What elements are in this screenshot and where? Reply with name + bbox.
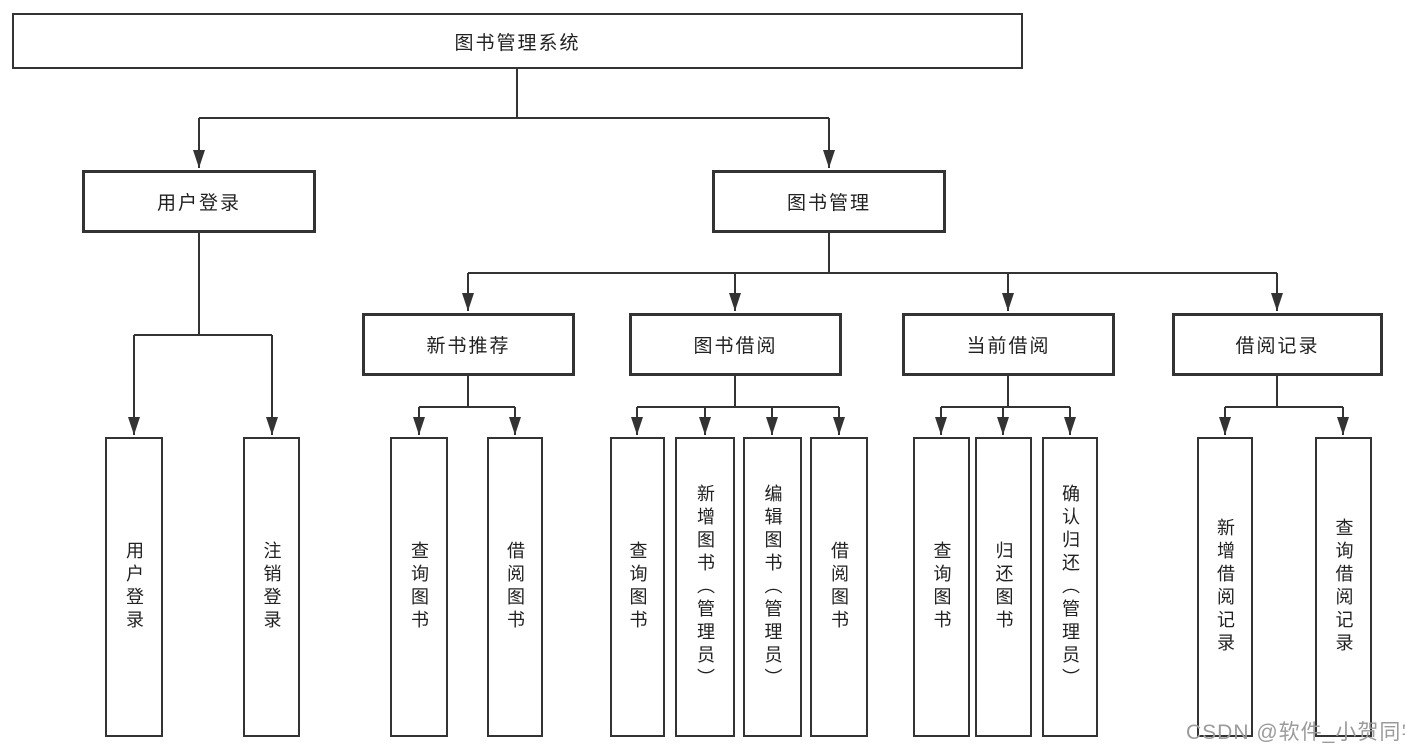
node-leaf-borrow-book-b-label: 借阅图书 <box>829 541 849 633</box>
node-book-mgmt-label: 图书管理 <box>786 193 871 214</box>
node-leaf-return-book: 归还图书 <box>975 437 1032 737</box>
node-leaf-query-record: 查询借阅记录 <box>1315 437 1372 737</box>
node-root: 图书管理系统 <box>12 13 1023 69</box>
node-leaf-logout-label: 注销登录 <box>261 541 282 633</box>
node-leaf-borrow-book-a: 借阅图书 <box>487 437 543 737</box>
node-borrow-records: 借阅记录 <box>1172 313 1383 376</box>
node-root-label: 图书管理系统 <box>454 32 581 54</box>
node-leaf-user-login-label: 用户登录 <box>124 541 144 633</box>
node-leaf-edit-book-label: 编辑图书（管理员） <box>762 483 783 691</box>
node-book-mgmt: 图书管理 <box>712 170 946 233</box>
node-leaf-query-book-c-label: 查询图书 <box>931 541 952 633</box>
node-leaf-add-book: 新增图书（管理员） <box>675 437 735 737</box>
node-leaf-return-book-label: 归还图书 <box>993 541 1014 633</box>
node-leaf-add-record: 新增借阅记录 <box>1197 437 1253 737</box>
node-leaf-query-book-a: 查询图书 <box>390 437 448 737</box>
node-current-borrow: 当前借阅 <box>902 313 1115 376</box>
node-leaf-add-record-label: 新增借阅记录 <box>1215 518 1235 656</box>
node-leaf-confirm-return: 确认归还（管理员） <box>1042 437 1098 737</box>
node-user-login-label: 用户登录 <box>156 193 241 214</box>
node-new-book-rec: 新书推荐 <box>362 313 575 376</box>
node-leaf-logout: 注销登录 <box>243 437 300 737</box>
node-leaf-user-login: 用户登录 <box>105 437 163 737</box>
node-leaf-confirm-return-label: 确认归还（管理员） <box>1060 483 1080 691</box>
csdn-watermark: CSDN @软件_小贺同学 <box>1186 721 1405 744</box>
node-leaf-query-book-b-label: 查询图书 <box>627 541 648 633</box>
node-user-login: 用户登录 <box>82 170 316 233</box>
node-leaf-query-book-a-label: 查询图书 <box>409 541 429 633</box>
node-leaf-query-book-b: 查询图书 <box>610 437 665 737</box>
node-leaf-query-book-c: 查询图书 <box>913 437 970 737</box>
node-book-borrow-label: 图书借阅 <box>693 336 778 357</box>
node-borrow-records-label: 借阅记录 <box>1235 336 1320 357</box>
node-leaf-edit-book: 编辑图书（管理员） <box>743 437 802 737</box>
node-current-borrow-label: 当前借阅 <box>966 336 1051 357</box>
node-leaf-add-book-label: 新增图书（管理员） <box>695 483 715 691</box>
node-book-borrow: 图书借阅 <box>629 313 842 376</box>
node-new-book-rec-label: 新书推荐 <box>426 336 511 357</box>
node-leaf-borrow-book-b: 借阅图书 <box>810 437 868 737</box>
node-leaf-query-record-label: 查询借阅记录 <box>1333 518 1354 656</box>
node-leaf-borrow-book-a-label: 借阅图书 <box>505 541 525 633</box>
